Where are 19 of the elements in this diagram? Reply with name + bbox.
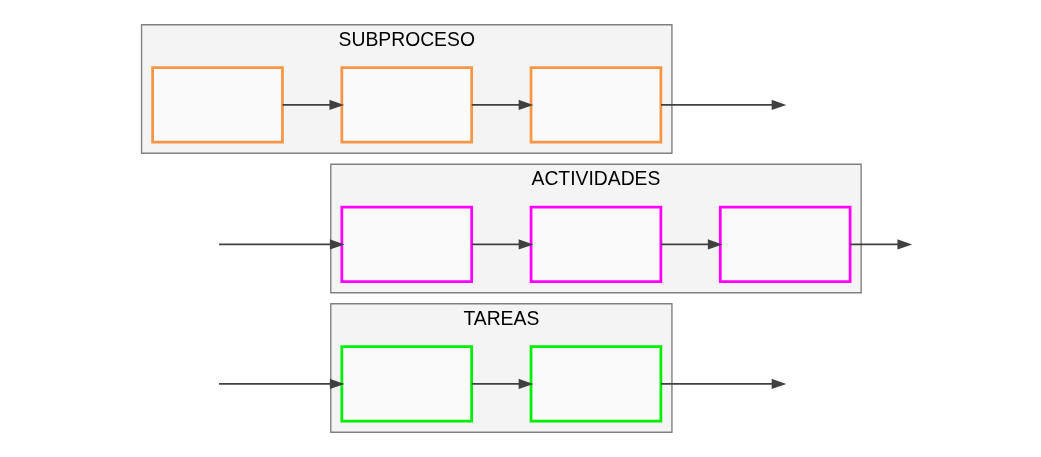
node-box — [340, 345, 474, 423]
arrow — [470, 99, 534, 111]
arrow — [849, 239, 913, 250]
arrow — [470, 239, 534, 250]
arrow — [660, 378, 787, 389]
node-box — [529, 345, 663, 423]
arrow — [660, 99, 787, 111]
node-box — [529, 66, 663, 144]
arrow — [470, 378, 534, 389]
node-box — [151, 66, 284, 144]
arrow — [281, 99, 345, 111]
node-box — [340, 205, 474, 284]
arrow — [218, 239, 345, 250]
arrow — [218, 378, 345, 389]
arrow — [660, 239, 723, 250]
node-box — [718, 205, 852, 284]
cluster: SUBPROCESO — [140, 24, 673, 154]
node-box — [529, 205, 663, 284]
node-box — [340, 66, 474, 144]
